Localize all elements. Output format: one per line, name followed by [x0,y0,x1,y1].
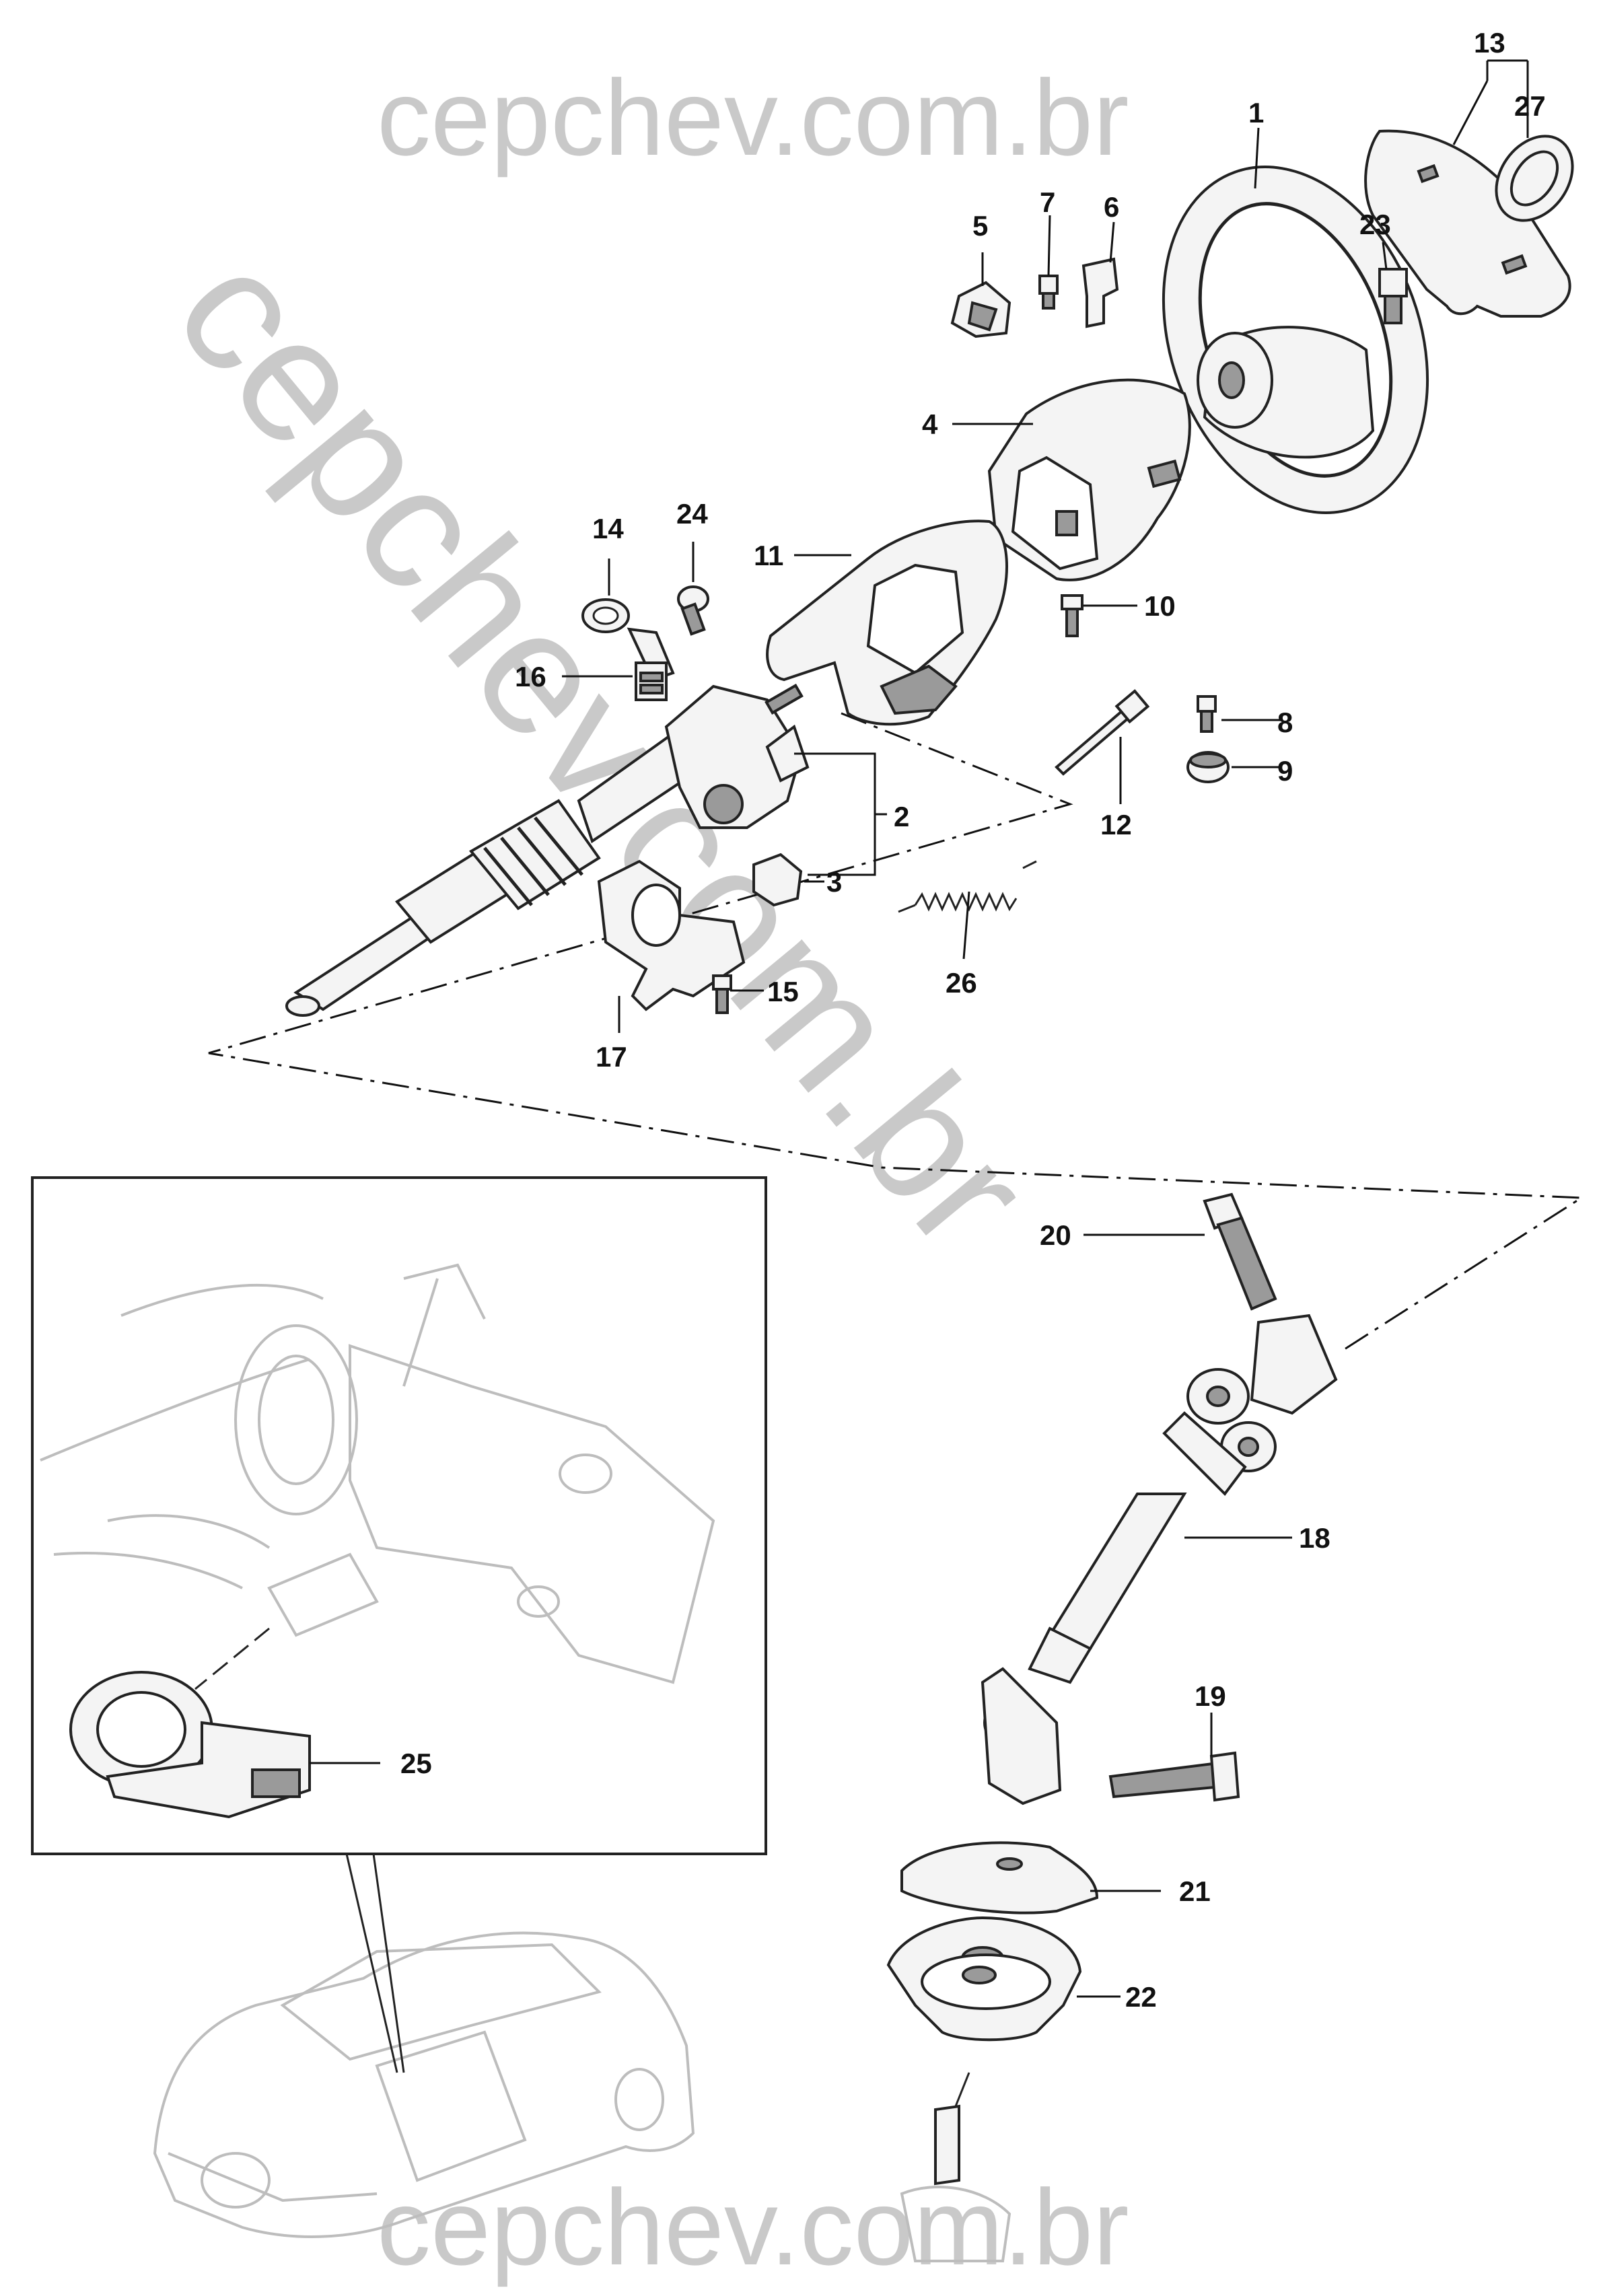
callout-labels: 13 27 1 23 5 7 6 4 11 10 14 24 16 8 9 2 … [400,27,1546,2013]
label-21: 21 [1179,1875,1211,1907]
label-16: 16 [515,661,546,692]
label-24: 24 [676,498,708,530]
inset-pointer-lines [345,1853,405,2073]
label-5: 5 [972,210,988,242]
label-1: 1 [1248,97,1264,129]
intermediate-shaft [981,1314,1338,1805]
spring-part-26 [898,860,1037,913]
label-25: 25 [400,1748,432,1779]
detail-inset [31,1176,767,1855]
label-14: 14 [592,513,624,544]
screw-part-24 [677,585,709,636]
column-bracket [597,859,746,1011]
bolt-part-19 [1108,1751,1240,1802]
immobilizer-ring-part-25 [69,1671,311,1819]
connection-lines [208,712,1585,1354]
label-19: 19 [1195,1680,1226,1712]
seal-part-21 [900,1841,1099,1914]
watermark-diagonal: cepchev.com.br [139,216,1067,1283]
screw-part-7 [1038,275,1059,310]
label-18: 18 [1299,1522,1330,1554]
label-6: 6 [1104,191,1119,223]
washer-part-14 [581,598,630,633]
lower-shroud [766,519,1008,726]
clip-part-5 [950,281,1011,338]
boot-part-22 [886,1916,1082,2042]
watermark-bottom: cepchev.com.br [377,2167,1129,2287]
watermark-top: cepchev.com.br [377,57,1129,178]
steering-gear-pinion [900,2104,1011,2262]
upper-shroud [987,378,1191,581]
label-4: 4 [922,408,938,440]
pin-part-12 [1055,689,1150,776]
bolt-part-20 [1203,1192,1277,1311]
airbag-seal-ring [1495,135,1574,222]
clip-part-6 [1081,257,1119,328]
label-22: 22 [1125,1981,1157,2013]
label-15: 15 [767,976,799,1007]
label-13: 13 [1474,27,1505,59]
label-11: 11 [754,540,783,571]
leader-lines [310,59,1529,1998]
steering-wheel [1162,166,1429,514]
label-23: 23 [1359,209,1391,240]
lock-cylinder-part-3 [752,853,803,907]
vehicle-sketch [153,1931,695,2238]
label-26: 26 [946,967,977,999]
label-8: 8 [1277,707,1293,738]
label-12: 12 [1100,809,1132,840]
switch-part-16 [627,627,675,701]
airbag-cover [1364,129,1571,318]
screw-part-10 [1061,594,1083,637]
steering-column [285,683,810,1017]
label-27: 27 [1514,90,1546,122]
grommet-part-9 [1186,751,1230,783]
wheel-nut [1378,268,1408,324]
label-20: 20 [1040,1219,1071,1251]
label-2: 2 [894,801,909,832]
bolt-part-15 [712,974,732,1014]
label-7: 7 [1040,186,1055,218]
label-3: 3 [826,866,842,898]
pinion-centerline [954,2072,970,2107]
label-9: 9 [1277,755,1293,787]
screw-part-8 [1197,695,1217,733]
label-10: 10 [1144,590,1176,622]
label-17: 17 [596,1041,627,1073]
